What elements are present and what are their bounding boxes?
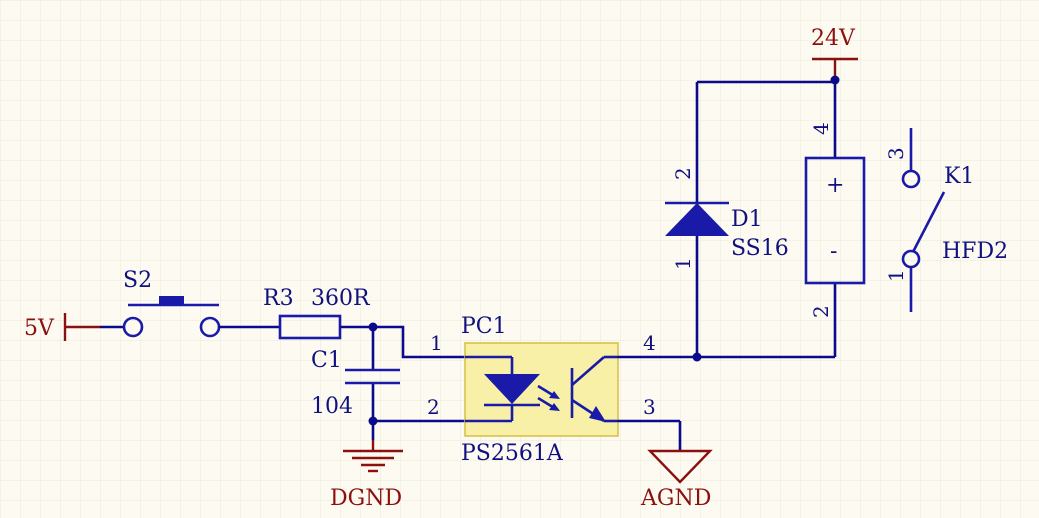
relay-k1-ref: K1 [944,164,974,189]
power-port-24v[interactable]: 24V [811,26,858,76]
optocoupler-pin-2: 2 [427,395,440,419]
power-label-24v: 24V [811,26,856,51]
resistor-r3-ref: R3 [263,286,294,311]
diode-pin-1: 1 [671,257,695,270]
optocoupler-pc1[interactable]: PC1 PS2561A 1 2 3 4 [427,314,656,466]
diode-d1-part: SS16 [731,236,789,261]
optocoupler-pin-1: 1 [430,331,443,355]
capacitor-c1-value: 104 [311,394,353,419]
junction-dot [368,416,378,426]
relay-coil-pin-4: 4 [809,122,833,135]
wire-input-net [340,322,465,440]
diode-d1[interactable]: D1 SS16 2 1 [665,167,789,270]
optocoupler-pc1-part: PS2561A [461,441,564,466]
relay-k1-part: HFD2 [942,239,1008,264]
capacitor-c1[interactable]: C1 104 [311,348,400,419]
optocoupler-pc1-ref: PC1 [461,314,507,339]
power-port-dgnd[interactable]: DGND [330,440,403,511]
relay-k1-pin-3: 3 [884,147,908,160]
optocoupler-pin-3: 3 [643,395,656,419]
junction-dot [830,75,840,85]
diode-d1-ref: D1 [731,207,763,232]
power-label-dgnd: DGND [330,486,402,511]
relay-k1-contact[interactable]: K1 HFD2 3 1 [884,128,1008,312]
relay-coil-pin-2: 2 [809,305,833,318]
resistor-r3-value: 360R [311,286,371,311]
relay-coil-minus: - [830,239,837,264]
relay-coil[interactable]: + - 4 2 [804,122,866,318]
capacitor-c1-ref: C1 [311,348,342,373]
junction-dot [692,352,702,362]
optocoupler-pin-4: 4 [643,331,656,355]
power-port-agnd[interactable]: AGND [640,449,713,511]
power-label-5v: 5V [24,316,55,341]
relay-coil-plus: + [826,173,844,198]
power-port-5v[interactable]: 5V [24,313,100,341]
diode-pin-2: 2 [671,167,695,180]
relay-k1-pin-1: 1 [884,269,908,282]
switch-s2[interactable]: S2 [122,268,221,338]
power-label-agnd: AGND [640,486,711,511]
junction-dot [368,322,378,332]
switch-s2-ref: S2 [123,268,152,293]
